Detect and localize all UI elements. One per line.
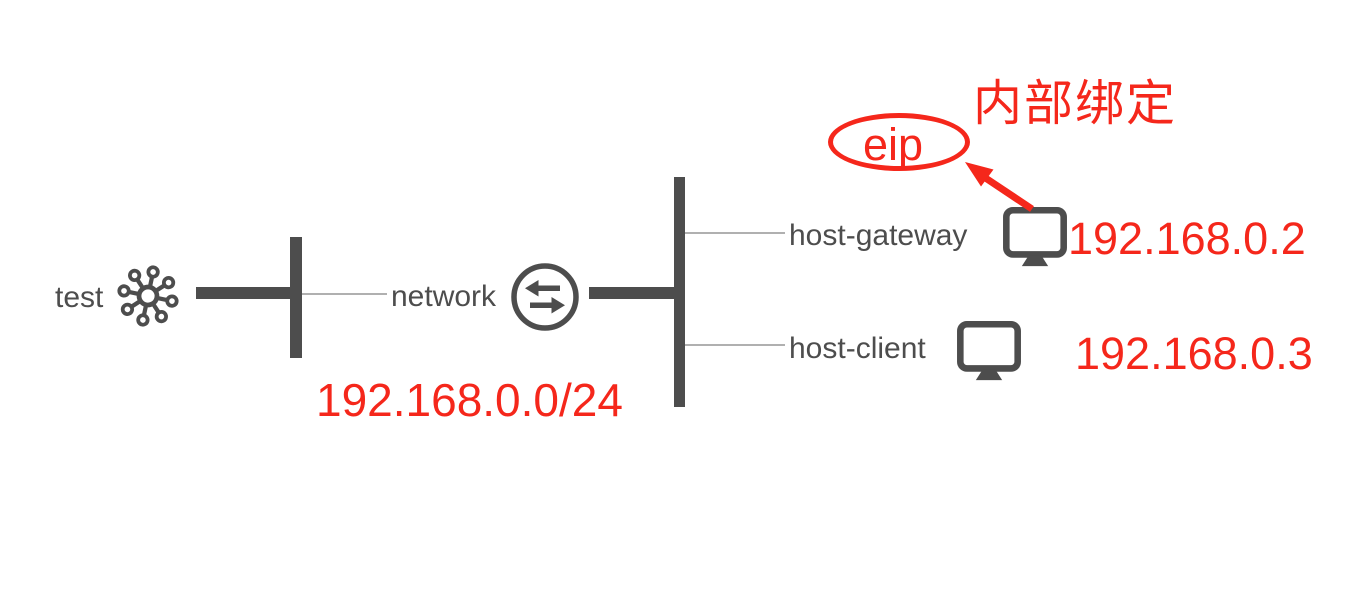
binding-arrow-icon (965, 162, 1034, 212)
bus-bar-right (674, 177, 685, 407)
bus-bar-left (290, 237, 302, 358)
binding-annotation-title: 内部绑定 (973, 77, 1178, 131)
connector-bus-to-network (302, 293, 387, 295)
host-client-label: host-client (789, 332, 926, 365)
router-exchange-icon (511, 263, 579, 331)
network-label: network (391, 280, 497, 313)
monitor-icon-gateway (1003, 206, 1067, 267)
host-gateway-label: host-gateway (789, 219, 968, 252)
subnet-trunk-bar (196, 287, 292, 299)
hub-icon (117, 265, 179, 327)
subnet-label: test (55, 281, 104, 314)
eip-ellipse: eip (828, 113, 970, 171)
connector-host-client (685, 344, 785, 346)
monitor-icon-client (957, 320, 1021, 381)
network-cidr-label: 192.168.0.0/24 (316, 374, 623, 426)
host-client-ip: 192.168.0.3 (1075, 328, 1313, 379)
eip-label: eip (862, 118, 924, 170)
network-trunk-bar (589, 287, 680, 299)
connector-host-gateway (685, 232, 785, 234)
host-gateway-ip: 192.168.0.2 (1068, 213, 1306, 264)
